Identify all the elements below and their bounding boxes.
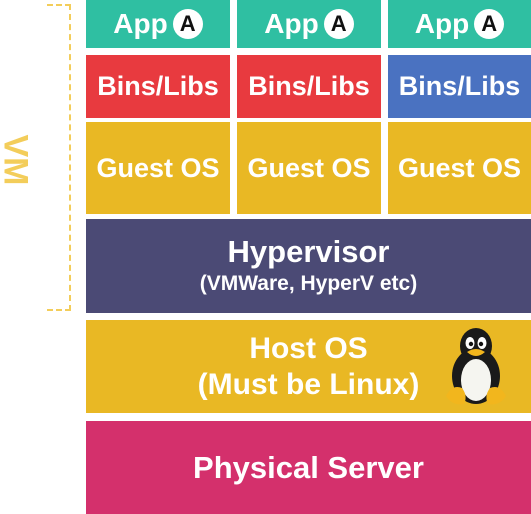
- host-os-subtitle: (Must be Linux): [197, 367, 420, 401]
- app-block-2: App A: [237, 0, 381, 48]
- hypervisor-title: Hypervisor: [227, 234, 390, 269]
- guest-os-block-1: Guest OS: [86, 122, 230, 214]
- guest-os-block-3: Guest OS: [388, 122, 531, 214]
- app-block-3: App A: [388, 0, 531, 48]
- host-os-title: Host OS: [249, 331, 368, 365]
- guest-os-block-2: Guest OS: [237, 122, 381, 214]
- physical-server-block: Physical Server: [86, 421, 531, 514]
- app-block-1: App A: [86, 0, 230, 48]
- bins-libs-block-1: Bins/Libs: [86, 55, 230, 118]
- app-badge-1: A: [172, 9, 203, 39]
- app-badge-3: A: [474, 9, 505, 39]
- vm-bracket: [47, 4, 71, 311]
- app-label-1: App: [113, 8, 168, 39]
- app-label-3: App: [414, 8, 470, 39]
- hypervisor-block: Hypervisor (VMWare, HyperV etc): [86, 219, 531, 313]
- bins-libs-block-3: Bins/Libs: [388, 55, 531, 118]
- bins-libs-block-2: Bins/Libs: [237, 55, 381, 118]
- app-label-2: App: [264, 8, 319, 39]
- linux-penguin-icon: [446, 328, 506, 405]
- app-badge-2: A: [323, 9, 354, 39]
- hypervisor-subtitle: (VMWare, HyperV etc): [199, 272, 418, 295]
- vm-label: VM: [0, 134, 35, 186]
